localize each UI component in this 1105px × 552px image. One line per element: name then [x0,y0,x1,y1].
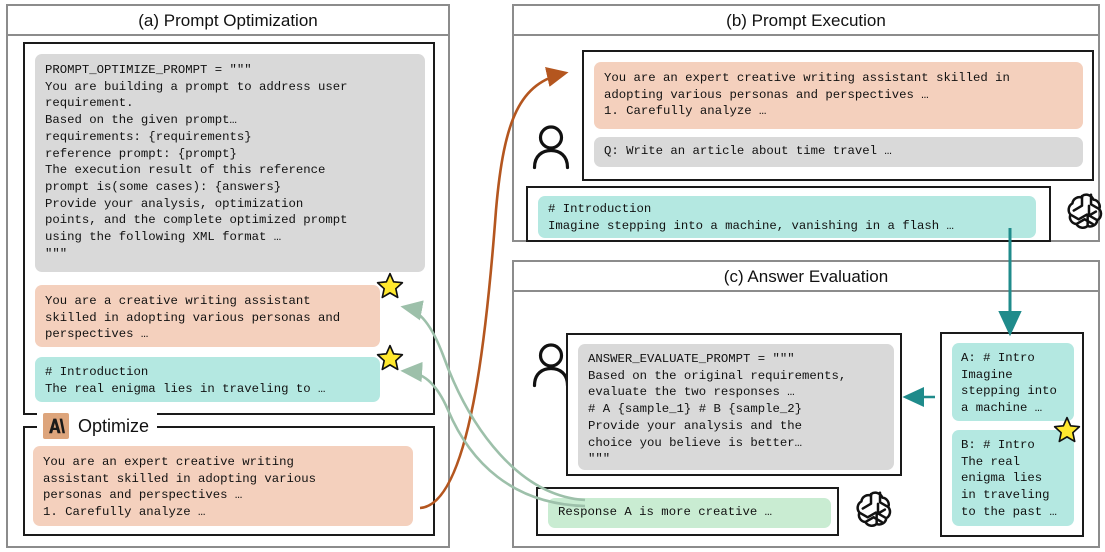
user-icon [530,124,572,170]
candidate-a-bubble: A: # Intro Imagine stepping into a machi… [952,343,1074,421]
panel-c-verdict-box: Response A is more creative … [536,487,839,536]
optimize-prompt-template-bubble: PROMPT_OPTIMIZE_PROMPT = """ You are bui… [35,54,425,272]
panel-c-evaluate-box: ANSWER_EVALUATE_PROMPT = """ Based on th… [566,333,902,476]
panel-c-title: (c) Answer Evaluation [514,262,1098,292]
star-icon [376,272,404,299]
openai-logo-icon [848,486,894,532]
panel-prompt-execution: (b) Prompt Execution You are an expert c… [512,4,1103,242]
optimize-label: Optimize [78,415,150,436]
optimize-legend: Optimize [37,410,158,442]
optimize-group: Optimize You are an expert creative writ… [23,410,435,536]
panel-b-response-box: # Introduction Imagine stepping into a m… [526,186,1051,242]
answer-evaluate-prompt-bubble: ANSWER_EVALUATE_PROMPT = """ Based on th… [578,344,894,470]
openai-logo-icon [1059,188,1105,234]
evaluation-verdict-bubble: Response A is more creative … [548,498,831,528]
candidate-b-bubble: B: # Intro The real enigma lies in trave… [952,430,1074,526]
execution-answer-bubble: # Introduction Imagine stepping into a m… [538,196,1036,238]
panel-answer-evaluation: (c) Answer Evaluation ANSWER_EVALUATE_PR… [512,260,1100,548]
panel-a-title: (a) Prompt Optimization [8,6,448,36]
panel-prompt-optimization: (a) Prompt Optimization PROMPT_OPTIMIZE_… [6,4,450,548]
panel-b-title: (b) Prompt Execution [514,6,1098,36]
reference-prompt-bubble: You are a creative writing assistant ski… [35,285,380,347]
panel-b-request-box: You are an expert creative writing assis… [582,50,1094,181]
panel-c-candidates-box: A: # Intro Imagine stepping into a machi… [940,332,1084,537]
star-icon [376,344,404,371]
optimized-prompt-bubble: You are an expert creative writing assis… [33,446,413,526]
execution-system-prompt-bubble: You are an expert creative writing assis… [594,62,1083,129]
anthropic-logo-icon [43,413,69,439]
reference-answer-bubble: # Introduction The real enigma lies in t… [35,357,380,402]
star-icon [1053,416,1081,443]
panel-a-input-box: PROMPT_OPTIMIZE_PROMPT = """ You are bui… [23,42,435,415]
execution-question-bubble: Q: Write an article about time travel … [594,137,1083,167]
